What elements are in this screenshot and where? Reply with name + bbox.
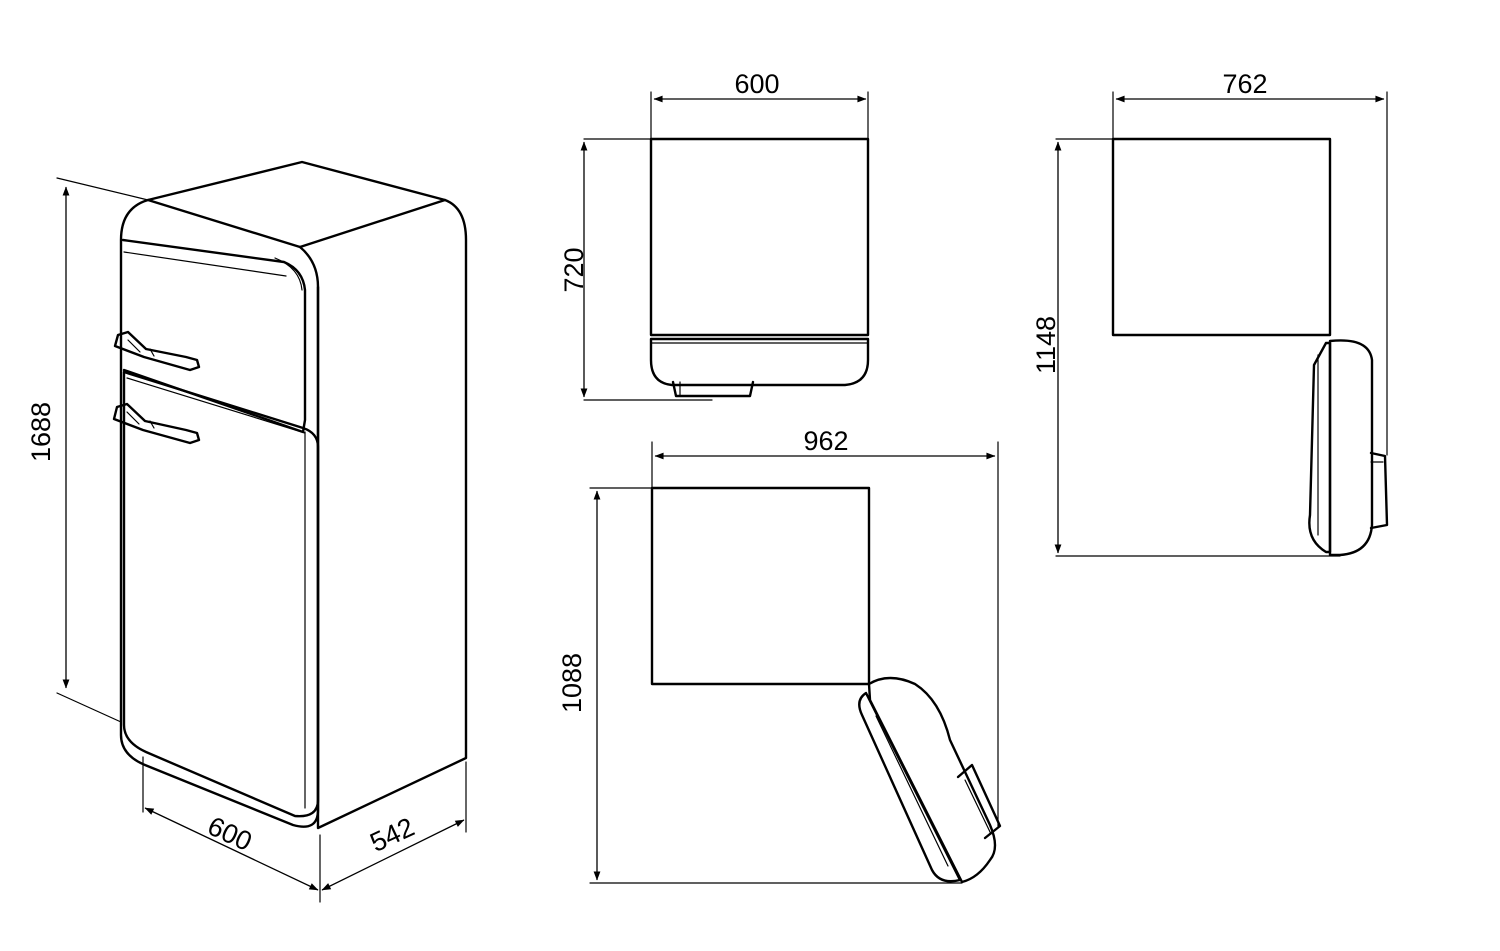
side-view-handle <box>671 380 755 398</box>
fridge-handle <box>112 402 201 445</box>
topopen-width-label: 962 <box>803 426 848 456</box>
fridge-top-surface <box>146 160 447 249</box>
isometric-view: 1688 600 542 <box>26 160 468 903</box>
topopen-depth-label: 1088 <box>557 653 587 713</box>
side-height-label: 720 <box>559 247 589 292</box>
freezer-door <box>121 238 307 434</box>
top90-handle <box>1369 451 1389 530</box>
topopen-body <box>650 486 871 686</box>
top90-door <box>1328 339 1374 557</box>
top-view-door-open: 962 1088 <box>557 426 1002 884</box>
fridge-side-panel <box>316 198 468 830</box>
side-view: 600 720 <box>559 69 870 401</box>
top90-door-gasket <box>1308 341 1332 554</box>
top90-body <box>1111 137 1332 337</box>
topopen-door <box>867 676 997 884</box>
freezer-handle <box>113 330 201 372</box>
iso-depth-label: 542 <box>365 812 419 858</box>
iso-height-label: 1688 <box>26 402 56 462</box>
fridge-door <box>122 370 320 818</box>
topopen-door-gasket <box>858 691 962 883</box>
fridge-front-outline <box>119 198 320 828</box>
top90-width-label: 762 <box>1222 69 1267 99</box>
side-view-door <box>649 337 870 387</box>
iso-width-label: 600 <box>203 811 257 857</box>
top-view-door-90: 762 1148 <box>1031 69 1389 557</box>
side-width-label: 600 <box>734 69 779 99</box>
side-view-body <box>649 137 870 337</box>
top90-depth-label: 1148 <box>1031 316 1061 374</box>
topopen-handle <box>956 763 1002 840</box>
